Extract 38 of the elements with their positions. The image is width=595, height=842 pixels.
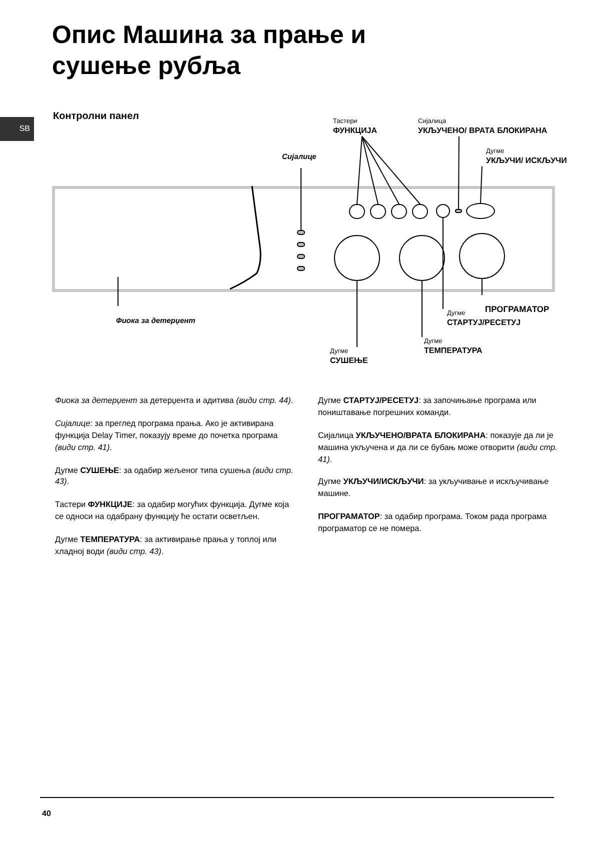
section-heading: Контролни панел — [53, 110, 139, 124]
page-title: Опис Машина за прање и сушење рубља — [52, 20, 368, 82]
programme-knob — [459, 233, 505, 279]
leader-line — [442, 218, 444, 310]
description-paragraph: ПРОГРАМАТОР: за одабир програма. Током рада програма програматор се не помера. — [318, 511, 548, 536]
description-paragraph: Дугме УКЉУЧИ/ИСКЉУЧИ: за укључивање и искључивање машине. — [318, 476, 550, 500]
start-button — [436, 204, 450, 218]
description-paragraph: Тастери ФУНКЦИЈЕ: за одабир могућих функција. Дугме која се односи на одабрану функцију ће остати осветљен. — [55, 499, 290, 524]
callout-label: ПРОГРАМАТОР — [485, 296, 550, 320]
indicator-light — [297, 242, 305, 247]
power-button — [466, 203, 495, 219]
description-paragraph: Фиока за детерџент за детерџента и адитива (види стр. 44). — [55, 395, 294, 407]
control-panel — [52, 186, 555, 292]
leader-line — [362, 136, 420, 204]
function-button — [349, 204, 365, 219]
indicator-light — [297, 230, 305, 235]
leader-line — [300, 168, 302, 230]
leader-line — [362, 136, 400, 204]
description-paragraph: Сијалица УКЉУЧЕНО/ВРАТА БЛОКИРАНА: показује да ли је машина укључена и да ли се бубањ може отворити (види стр. 41). — [318, 430, 558, 466]
indicator-light — [297, 254, 305, 259]
leader-line — [356, 136, 362, 204]
description-paragraph: Сијалице: за преглед програма прања. Ако је активирана функција Delay Timer, показују време до почетка програма (види стр. 41). — [55, 418, 279, 454]
leader-line — [480, 166, 482, 204]
leader-line — [356, 280, 358, 348]
page-number: 40 — [42, 808, 51, 820]
section-tab: SB — [0, 117, 34, 141]
indicator-light — [297, 266, 305, 271]
function-button — [391, 204, 407, 219]
description-paragraph: Дугме СТАРТУЈ/РЕСЕТУЈ: за започињање програма или поништавање погрешних команди. — [318, 395, 538, 419]
leader-line — [458, 136, 460, 210]
leader-line — [362, 136, 378, 204]
function-button — [370, 204, 386, 219]
function-button — [412, 204, 428, 219]
drying-knob — [334, 235, 380, 281]
indicator-light — [455, 209, 462, 213]
description-paragraph: Дугме ТЕМПЕРАТУРА: за активирање прања у топлој или хладној води (види стр. 43). — [55, 534, 278, 558]
description-paragraph: Дугме СУШЕЊЕ: за одабир жељеног типа сушења (види стр. 43). — [55, 464, 294, 488]
temperature-knob — [399, 235, 445, 281]
